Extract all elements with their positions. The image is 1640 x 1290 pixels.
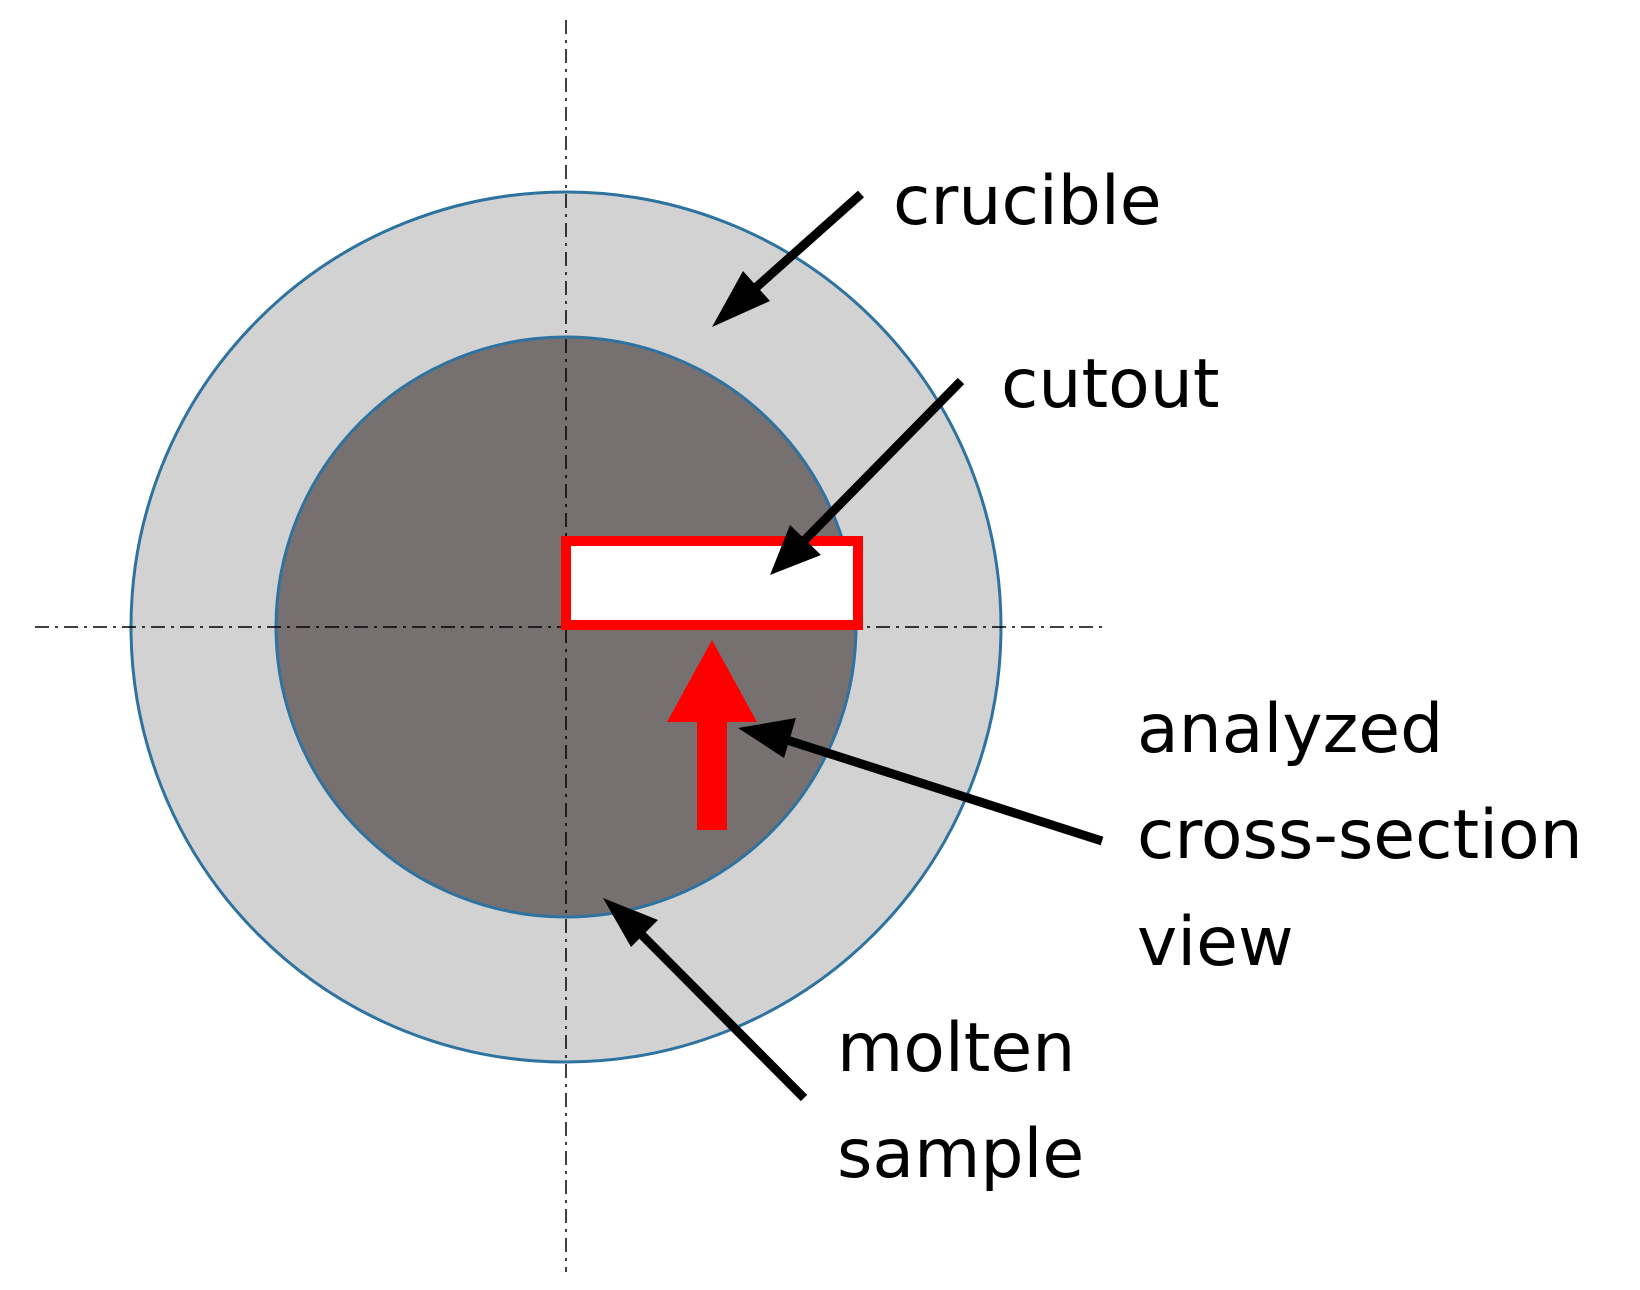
- molten-sample-leader-arrow: [603, 898, 808, 1102]
- analyzed-view-leader-arrow: [738, 718, 1104, 846]
- molten-label-line2: sample: [837, 1115, 1084, 1194]
- cutout-leader-arrow: [770, 377, 965, 575]
- analyzed-label-line2: cross-section: [1137, 796, 1583, 875]
- crucible-label: crucible: [893, 162, 1162, 241]
- crucible-leader-arrow: [712, 190, 864, 327]
- cutout-label: cutout: [1001, 345, 1220, 424]
- view-direction-arrow: [667, 640, 757, 830]
- analyzed-label-line1: analyzed: [1137, 690, 1443, 769]
- molten-label-line1: molten: [837, 1009, 1075, 1088]
- analyzed-label-line3: view: [1137, 903, 1294, 982]
